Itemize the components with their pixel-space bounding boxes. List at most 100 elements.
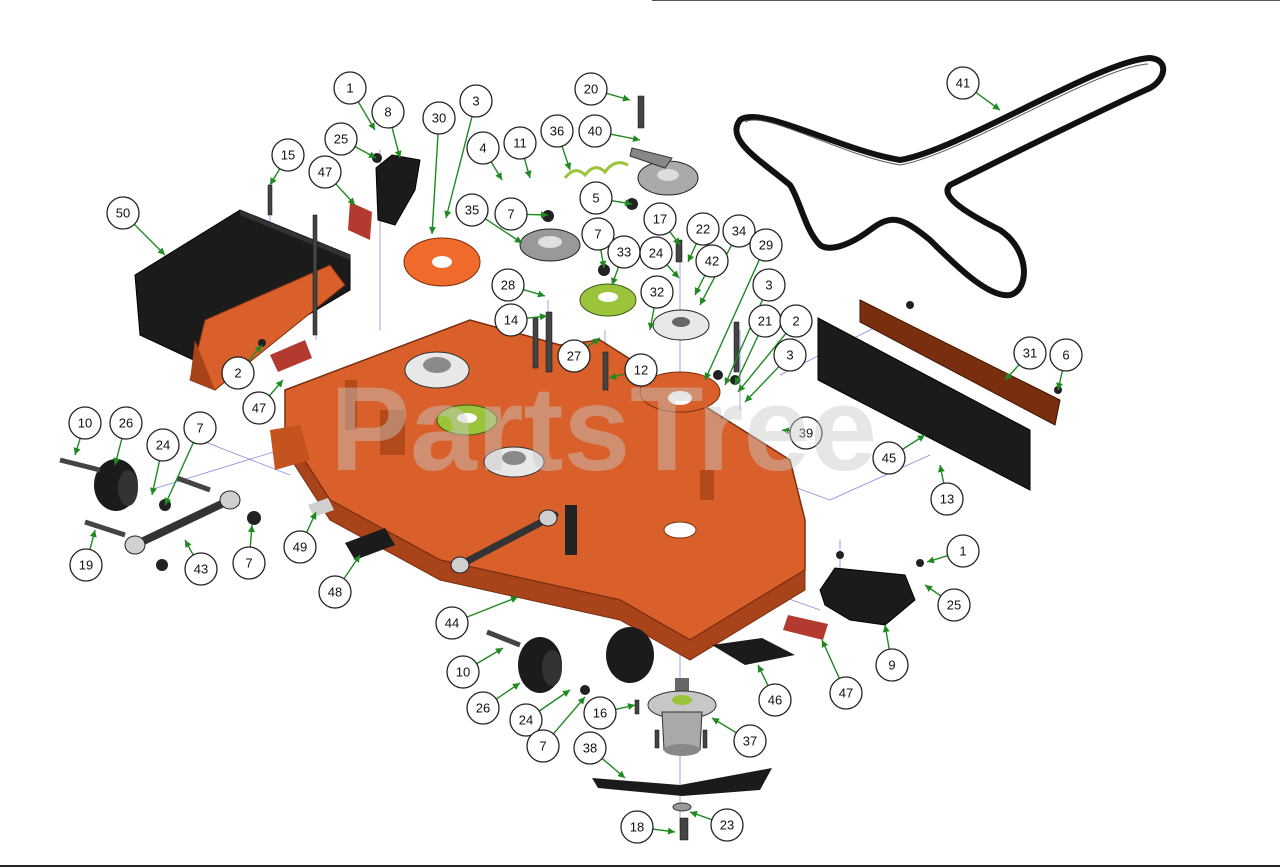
callout-24[interactable]: 24 [509, 703, 543, 737]
callout-1[interactable]: 1 [946, 534, 980, 568]
callout-25[interactable]: 25 [324, 122, 358, 156]
leader-arrowhead [309, 512, 317, 520]
leader-arrowhead [275, 380, 283, 388]
callout-number: 3 [765, 278, 772, 293]
callout-49[interactable]: 49 [283, 530, 317, 564]
leader-arrowhead [992, 103, 1000, 110]
callout-39[interactable]: 39 [789, 416, 823, 450]
callout-9[interactable]: 9 [875, 648, 909, 682]
callout-4[interactable]: 4 [466, 131, 500, 165]
callout-28[interactable]: 28 [491, 268, 525, 302]
callout-1[interactable]: 1 [333, 71, 367, 105]
callout-45[interactable]: 45 [872, 441, 906, 475]
callout-37[interactable]: 37 [733, 724, 767, 758]
callout-36[interactable]: 36 [540, 114, 574, 148]
callout-number: 42 [705, 254, 719, 269]
callout-8[interactable]: 8 [371, 95, 405, 129]
front-baffle [817, 317, 1031, 491]
callout-3[interactable]: 3 [773, 338, 807, 372]
callout-31[interactable]: 31 [1013, 336, 1047, 370]
callout-38[interactable]: 38 [573, 731, 607, 765]
idler-plate-right [639, 371, 721, 413]
callout-3[interactable]: 3 [752, 268, 786, 302]
callout-6[interactable]: 6 [1049, 338, 1083, 372]
callout-46[interactable]: 46 [758, 683, 792, 717]
leader-line [552, 696, 586, 735]
callout-number: 3 [786, 348, 793, 363]
callout-10[interactable]: 10 [68, 406, 102, 440]
callout-5[interactable]: 5 [579, 181, 613, 215]
callout-7[interactable]: 7 [581, 217, 615, 251]
callout-2[interactable]: 2 [221, 356, 255, 390]
callout-23[interactable]: 23 [710, 808, 744, 842]
callout-circle [146, 428, 180, 462]
callout-33[interactable]: 33 [607, 235, 641, 269]
callout-2[interactable]: 2 [779, 304, 813, 338]
callout-21[interactable]: 21 [748, 304, 782, 338]
callout-circle [466, 131, 500, 165]
callout-number: 41 [956, 76, 970, 91]
callout-number: 6 [1062, 348, 1069, 363]
callout-number: 24 [649, 246, 663, 261]
callout-47[interactable]: 47 [242, 391, 276, 425]
callout-7[interactable]: 7 [494, 197, 528, 231]
callout-47[interactable]: 47 [829, 676, 863, 710]
callout-number: 9 [888, 658, 895, 673]
callout-14[interactable]: 14 [494, 303, 528, 337]
leader-arrowhead [577, 697, 585, 705]
blade-washer [672, 802, 692, 812]
leader-arrowhead [592, 338, 600, 345]
callout-12[interactable]: 12 [624, 353, 658, 387]
callout-48[interactable]: 48 [318, 575, 352, 609]
callout-18[interactable]: 18 [620, 810, 654, 844]
callout-41[interactable]: 41 [946, 66, 980, 100]
callout-42[interactable]: 42 [695, 244, 729, 278]
callout-10[interactable]: 10 [446, 655, 480, 689]
callout-40[interactable]: 40 [578, 114, 612, 148]
callout-circle [183, 411, 217, 445]
callout-26[interactable]: 26 [109, 406, 143, 440]
callout-circle [68, 406, 102, 440]
callout-25[interactable]: 25 [937, 588, 971, 622]
callout-15[interactable]: 15 [271, 138, 305, 172]
callout-circle [526, 729, 560, 763]
callout-circle [283, 530, 317, 564]
callout-29[interactable]: 29 [749, 228, 783, 262]
callout-24[interactable]: 24 [639, 236, 673, 270]
callout-17[interactable]: 17 [643, 202, 677, 236]
callout-32[interactable]: 32 [640, 275, 674, 309]
callout-43[interactable]: 43 [184, 552, 218, 586]
callout-19[interactable]: 19 [69, 548, 103, 582]
callout-7[interactable]: 7 [526, 729, 560, 763]
callout-7[interactable]: 7 [232, 546, 266, 580]
leader-arrowhead [394, 150, 402, 158]
callout-20[interactable]: 20 [574, 72, 608, 106]
callout-number: 2 [234, 366, 241, 381]
callout-50[interactable]: 50 [106, 196, 140, 230]
callout-number: 7 [594, 227, 601, 242]
leader-arrowhead [627, 703, 635, 710]
callout-44[interactable]: 44 [435, 606, 469, 640]
callout-22[interactable]: 22 [686, 212, 720, 246]
watermark: PartsTree [330, 362, 877, 496]
callout-number: 13 [940, 492, 954, 507]
callout-34[interactable]: 34 [722, 214, 756, 248]
callout-3[interactable]: 3 [459, 84, 493, 118]
callout-11[interactable]: 11 [503, 126, 537, 160]
callout-number: 3 [472, 94, 479, 109]
callout-circle [758, 683, 792, 717]
callout-24[interactable]: 24 [146, 428, 180, 462]
callout-circle [773, 338, 807, 372]
callout-number: 1 [346, 81, 353, 96]
callout-47[interactable]: 47 [308, 155, 342, 189]
idler-plate-top [403, 237, 481, 287]
callout-16[interactable]: 16 [583, 696, 617, 730]
callout-circle [581, 217, 615, 251]
callout-26[interactable]: 26 [466, 691, 500, 725]
callout-35[interactable]: 35 [455, 193, 489, 227]
callout-27[interactable]: 27 [557, 339, 591, 373]
callout-13[interactable]: 13 [930, 482, 964, 516]
callout-7[interactable]: 7 [183, 411, 217, 445]
callout-30[interactable]: 30 [422, 101, 456, 135]
